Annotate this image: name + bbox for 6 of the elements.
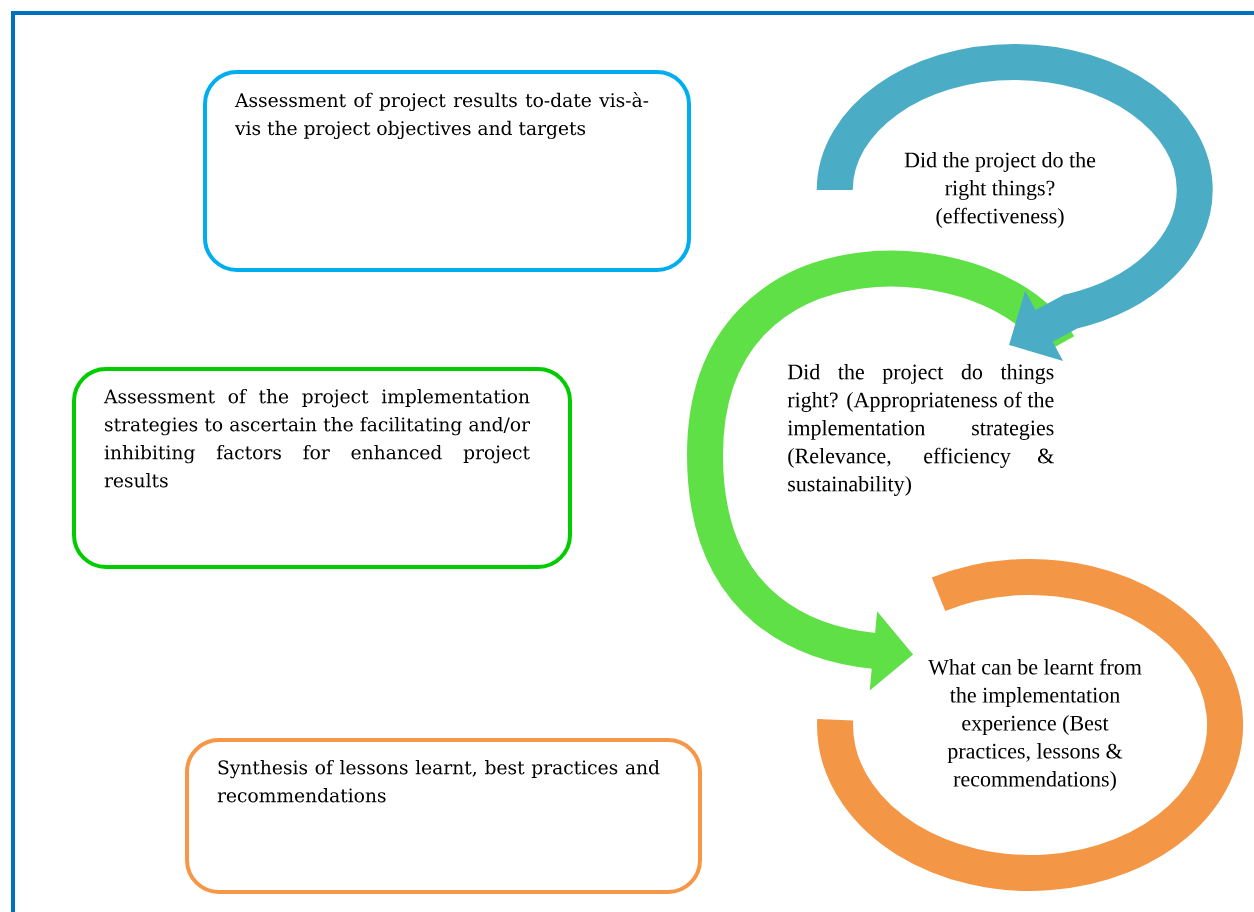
- question-text: What can be learnt from the implementation experience (Best practices, lessons & recommendations): [928, 658, 1142, 792]
- question-text: Did the project do the right things? (effectiveness): [904, 152, 1096, 228]
- text-box: Synthesis of lessons learnt, best practices and recommendations: [185, 738, 702, 894]
- text-box: Assessment of project results to-date vis-à-vis the project objectives and targets: [203, 70, 691, 272]
- question-text: Did the project do things right? (Appropriateness of the implementation strategies (Relevance, efficiency & sustainability): [787, 363, 1054, 496]
- text-box: Assessment of the project implementation strategies to ascertain the facilitating and/or inhibiting factors for enhanced project results: [72, 367, 572, 569]
